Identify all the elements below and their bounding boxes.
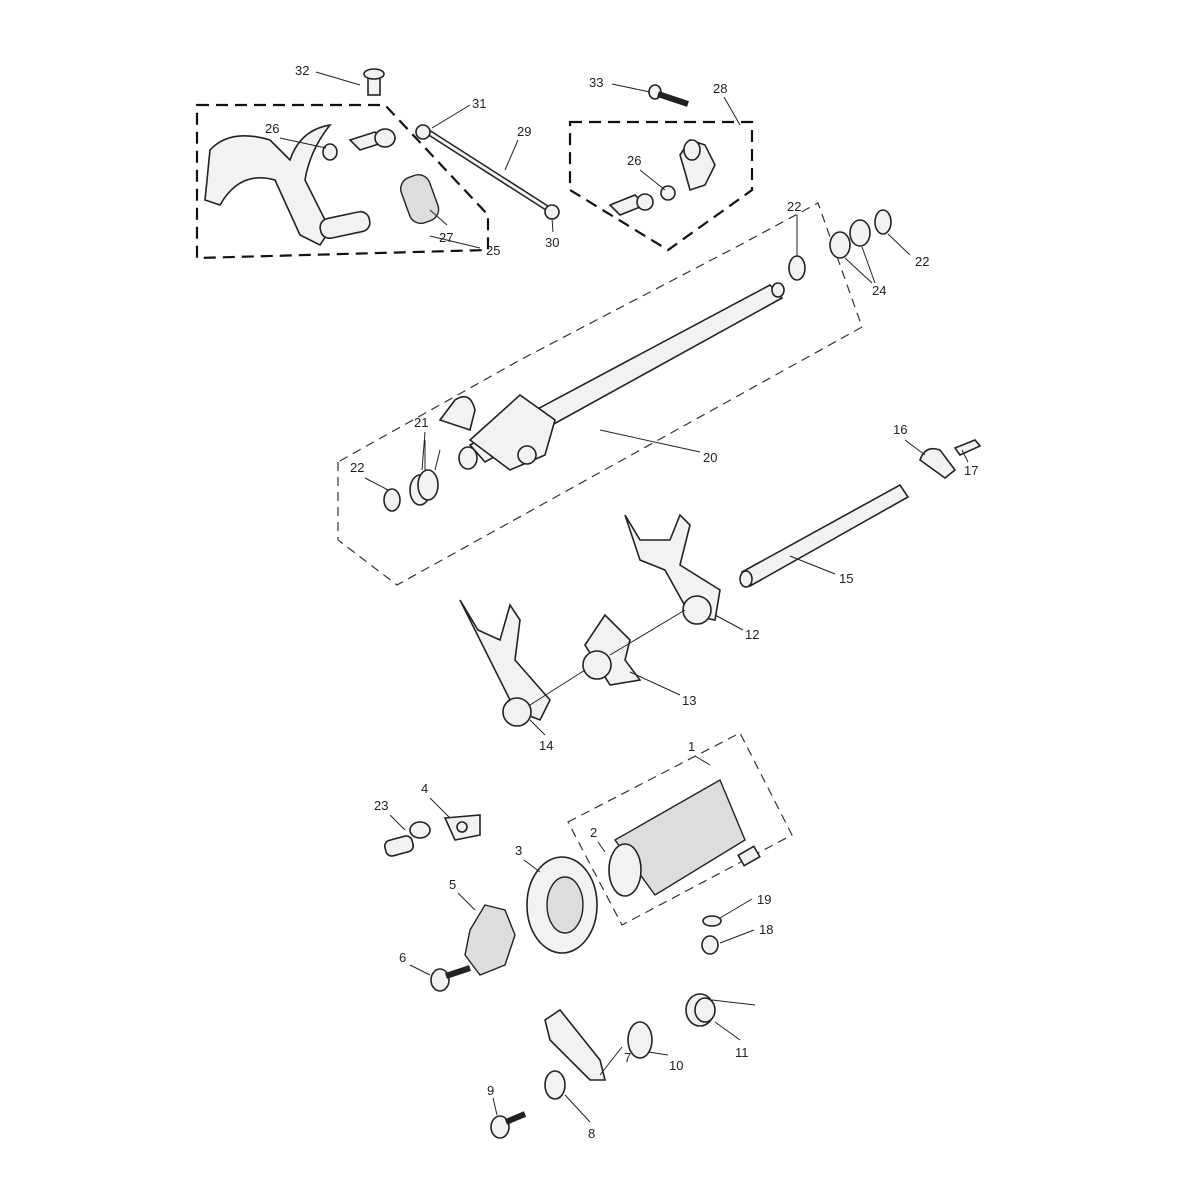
plunger-23 (383, 821, 431, 857)
bolt-33 (648, 84, 689, 107)
label-13: 13 (682, 693, 696, 708)
label-26: 26 (265, 121, 279, 136)
label-27: 27 (439, 230, 453, 245)
label-2: 2 (590, 825, 597, 840)
screw-17 (953, 439, 982, 456)
assembly-line (529, 609, 686, 706)
label-6: 6 (399, 950, 406, 965)
fork-14 (459, 599, 551, 727)
fork-13 (582, 613, 642, 686)
fork-shaft-15 (739, 483, 910, 588)
selector-shaft-20 (438, 282, 785, 471)
label-29: 29 (517, 124, 531, 139)
group-box-28 (568, 120, 754, 252)
label-5: 5 (449, 877, 456, 892)
label-4: 4 (421, 781, 428, 796)
label-22c: 22 (350, 460, 364, 475)
label-18: 18 (759, 922, 773, 937)
group-box-1 (567, 732, 793, 926)
label-8: 8 (588, 1126, 595, 1141)
arm-7 (544, 1008, 607, 1081)
label-25: 25 (486, 243, 500, 258)
bolt-18 (701, 935, 719, 955)
label-30: 30 (545, 235, 559, 250)
label-17: 17 (964, 463, 978, 478)
plate-16 (919, 447, 957, 480)
label-24: 24 (872, 283, 886, 298)
label-33: 33 (589, 75, 603, 90)
label-3: 3 (515, 843, 522, 858)
label-10: 10 (669, 1058, 683, 1073)
gear-lever-part (204, 123, 440, 247)
washer-19 (702, 915, 722, 927)
label-15: 15 (839, 571, 853, 586)
label-31: 31 (472, 96, 486, 111)
label-22a: 22 (787, 199, 801, 214)
label-23: 23 (374, 798, 388, 813)
washer-24b (849, 219, 871, 247)
plate-4 (443, 814, 481, 841)
label-12: 12 (745, 627, 759, 642)
circlip-22b (874, 209, 892, 235)
label-28: 28 (713, 81, 727, 96)
label-22b: 22 (915, 254, 929, 269)
washer-24a (829, 231, 851, 259)
rod-29 (415, 124, 560, 220)
bearing-3 (526, 856, 598, 954)
washer-8 (544, 1070, 566, 1100)
label-32: 32 (295, 63, 309, 78)
bolt-9 (490, 1111, 527, 1139)
label-9: 9 (487, 1083, 494, 1098)
bolt-32 (363, 68, 385, 96)
group-box-20 (337, 202, 863, 586)
label-21: 21 (414, 415, 428, 430)
leader-lines (279, 71, 969, 1123)
label-7: 7 (624, 1050, 631, 1065)
washer-10 (627, 1021, 653, 1059)
selector-drum-1 (608, 778, 761, 897)
label-11: 11 (735, 1045, 749, 1060)
label-16: 16 (893, 422, 907, 437)
linkage-28 (608, 139, 716, 216)
bolt-6 (430, 965, 471, 992)
label-19: 19 (757, 892, 771, 907)
circlip-22c (383, 488, 401, 512)
spring-11 (685, 993, 756, 1027)
label-20: 20 (703, 450, 717, 465)
circlip-22 (788, 255, 806, 281)
label-1: 1 (688, 739, 695, 754)
group-box-25 (195, 103, 490, 260)
label-26b: 26 (627, 153, 641, 168)
fork-12 (624, 513, 721, 625)
spring-21 (409, 440, 441, 506)
label-14: 14 (539, 738, 553, 753)
star-wheel-5 (464, 904, 516, 976)
